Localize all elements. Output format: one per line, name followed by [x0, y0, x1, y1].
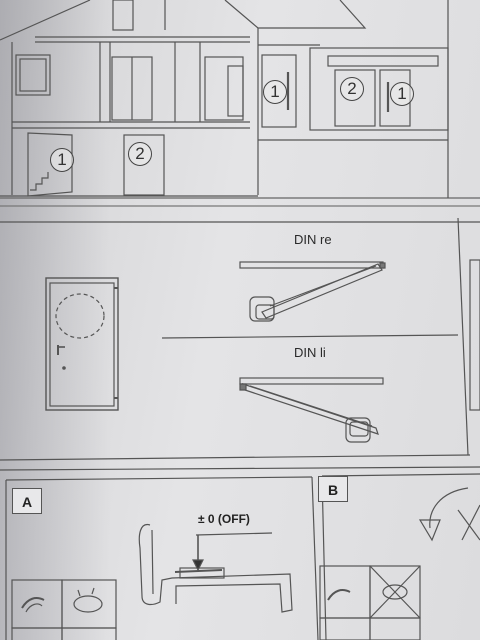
din-section [0, 217, 480, 461]
house-illustration [0, 0, 480, 207]
label-1-side-door: 1 [390, 82, 414, 106]
label-1-entrance-door: 1 [263, 80, 287, 104]
section-a-label: A [12, 488, 42, 514]
din-right-label: DIN re [294, 232, 332, 247]
off-setting-label: ± 0 (OFF) [198, 512, 250, 526]
section-b-label: B [318, 476, 348, 502]
label-2-inner-door: 2 [340, 77, 364, 101]
label-2-basement-door: 2 [128, 142, 152, 166]
sections-ab [0, 466, 480, 640]
din-left-label: DIN li [294, 345, 326, 360]
label-1-basement-door: 1 [50, 148, 74, 172]
